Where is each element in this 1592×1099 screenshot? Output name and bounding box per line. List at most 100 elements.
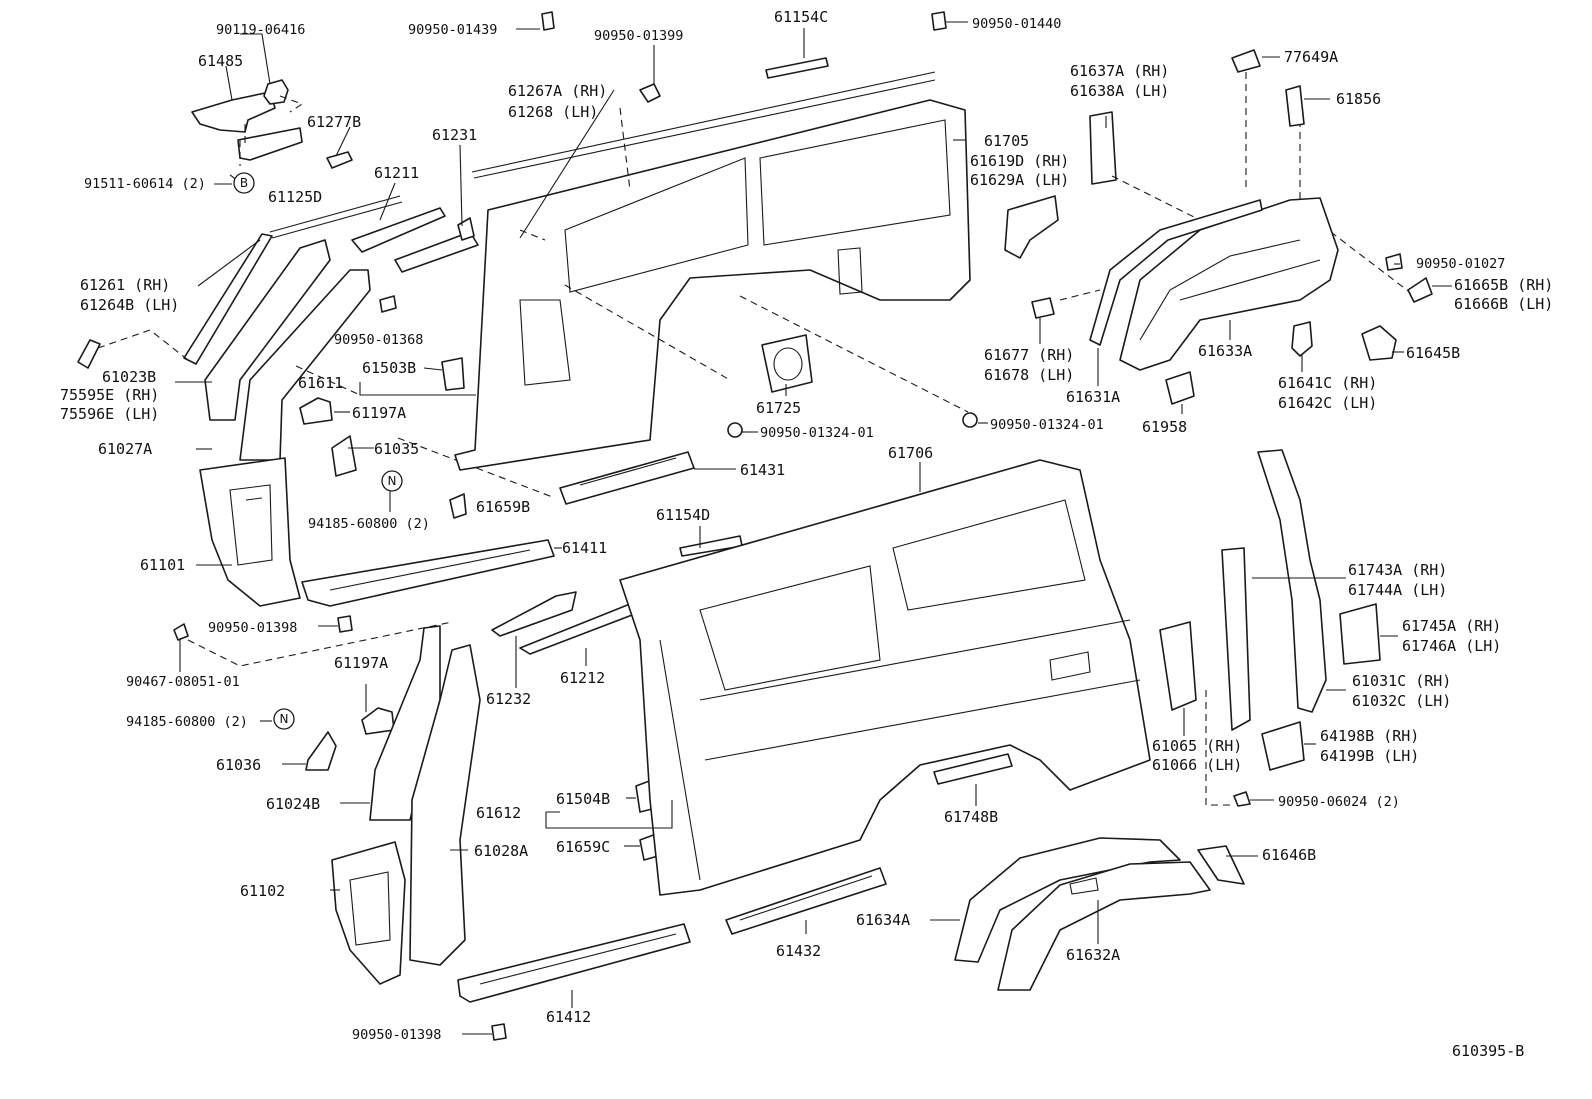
label-61629A-lh: 61629A (LH) (970, 171, 1069, 189)
part-75595E (77, 339, 101, 369)
label-90950-01440: 90950-01440 (972, 16, 1061, 32)
label-61634A: 61634A (856, 911, 910, 929)
right-inner-cluster (1031, 49, 1433, 885)
part-61411-detail (329, 549, 531, 591)
part-61267A-rail (471, 71, 936, 179)
part-61211 (351, 207, 446, 253)
part-61748B (933, 753, 1013, 785)
label-61154D: 61154D (656, 506, 710, 524)
part-61646B (1197, 845, 1245, 885)
part-61637A (1089, 111, 1117, 185)
part-90950-01324-01-b (962, 412, 978, 428)
part-77649A (1231, 49, 1261, 73)
dashed-leader (519, 107, 969, 413)
part-61101-detail (229, 484, 273, 566)
label-61032C-lh: 61032C (LH) (1352, 692, 1451, 710)
callout-circle-n-b (273, 708, 295, 730)
part-61485-bracket (191, 91, 276, 133)
label-61665B-rh: 61665B (RH) (1454, 276, 1553, 294)
label-61277B: 61277B (307, 113, 361, 131)
part-61432-detail (739, 875, 873, 921)
label-91511-60614: 91511-60614 (2) (84, 176, 206, 192)
part-61706-window-a (699, 565, 881, 691)
label-61744A-lh: 61744A (LH) (1348, 581, 1447, 599)
label-90950-01399: 90950-01399 (594, 28, 683, 44)
label-75595E-rh: 75595E (RH) (60, 386, 159, 404)
label-61637A-rh: 61637A (RH) (1070, 62, 1169, 80)
part-90950-01439 (541, 11, 555, 31)
label-61659C: 61659C (556, 838, 610, 856)
part-90950-01398-a (337, 615, 353, 633)
part-61705-inner (519, 247, 863, 386)
left-sill-cluster: N (173, 539, 691, 1041)
callout-n-letter: N (388, 474, 397, 488)
part-90950-01398-b (491, 1023, 507, 1041)
label-61197A: 61197A (352, 404, 406, 422)
diagram-code: 610395-B (1452, 1042, 1524, 1060)
part-61619D (1004, 195, 1059, 259)
callout-n-letter: N (280, 712, 289, 726)
part-61431-detail (579, 457, 677, 486)
label-61677-rh: 61677 (RH) (984, 346, 1074, 364)
label-90950-01398-b: 90950-01398 (352, 1027, 441, 1043)
part-61745A (1339, 603, 1381, 665)
part-61102 (331, 841, 406, 985)
part-61631A (1089, 199, 1263, 346)
part-61232 (491, 591, 577, 637)
part-61706-body-lines (659, 619, 1141, 881)
part-61706-panel (619, 459, 1151, 896)
lower-body-panel-61706 (619, 459, 1211, 991)
label-61678-lh: 61678 (LH) (984, 366, 1074, 384)
label-61411: 61411 (562, 539, 607, 557)
labels: 90119-06416 61485 61277B 91511-60614 (2)… (60, 8, 1553, 1060)
part-61125D (237, 127, 303, 161)
part-90950-06024 (1233, 791, 1251, 807)
dashed-leader (97, 329, 189, 361)
label-61641C-rh: 61641C (RH) (1278, 374, 1377, 392)
part-61632A-tab (1069, 877, 1099, 895)
part-61027A (239, 269, 371, 461)
label-61619D-rh: 61619D (RH) (970, 152, 1069, 170)
label-61705: 61705 (984, 132, 1029, 150)
part-61503B (441, 357, 465, 391)
label-61706: 61706 (888, 444, 933, 462)
part-61412 (457, 923, 691, 1003)
part-61725-cap (773, 347, 803, 381)
callout-circle-b (233, 172, 255, 194)
label-61632A: 61632A (1066, 946, 1120, 964)
label-90950-01027: 90950-01027 (1416, 256, 1505, 272)
part-90950-01027 (1385, 253, 1403, 271)
label-61503B: 61503B (362, 359, 416, 377)
part-61261 (183, 233, 273, 365)
label-61645B: 61645B (1406, 344, 1460, 362)
label-61028A: 61028A (474, 842, 528, 860)
label-75596E-lh: 75596E (LH) (60, 405, 159, 423)
part-61065 (1159, 621, 1197, 711)
label-61633A: 61633A (1198, 342, 1252, 360)
part-61677 (1031, 297, 1055, 319)
part-61633A-detail (1139, 239, 1321, 341)
label-61261-rh: 61261 (RH) (80, 276, 170, 294)
callout-b-letter: B (240, 176, 248, 190)
label-61065-rh: 61065 (RH) (1152, 737, 1242, 755)
label-90950-01439: 90950-01439 (408, 22, 497, 38)
label-61666B-lh: 61666B (LH) (1454, 295, 1553, 313)
label-61612: 61612 (476, 804, 521, 822)
part-61277B (326, 151, 353, 169)
label-61611: 61611 (298, 374, 343, 392)
dashed-leader (1205, 690, 1232, 806)
part-61856 (1285, 85, 1305, 127)
label-90950-01368: 90950-01368 (334, 332, 423, 348)
part-90950-01324-01-a (727, 422, 743, 438)
part-61705-window-b (759, 119, 951, 246)
part-61634A (954, 837, 1181, 963)
part-61659B (449, 493, 467, 519)
label-90119-06416: 90119-06416 (216, 22, 305, 38)
label-61432: 61432 (776, 942, 821, 960)
part-61706-handle (1049, 651, 1091, 681)
part-61705-window-a (564, 157, 749, 293)
label-61642C-lh: 61642C (LH) (1278, 394, 1377, 412)
part-61031C (1257, 449, 1327, 713)
label-61023B: 61023B (102, 368, 156, 386)
roof-rail-cluster: B N (77, 79, 556, 607)
